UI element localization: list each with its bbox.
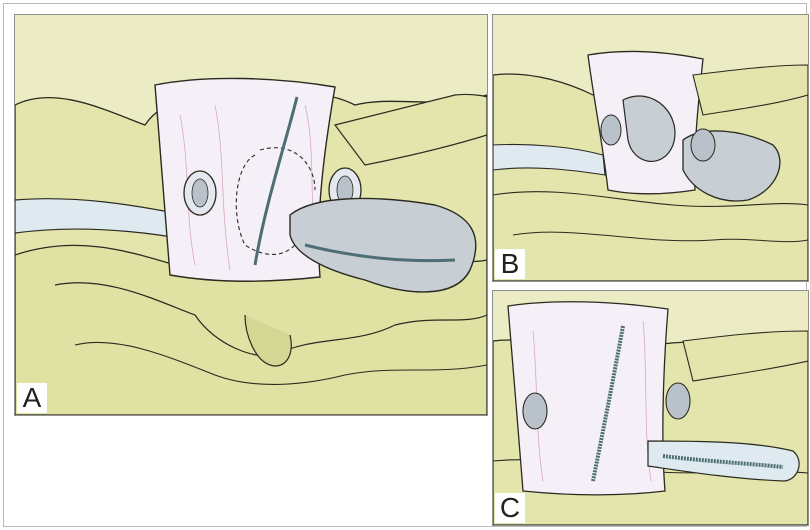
panel-c-illustration — [493, 291, 808, 525]
panel-b: B — [492, 14, 809, 282]
panel-b-label: B — [495, 249, 525, 279]
panel-b-illustration — [493, 15, 808, 281]
figure-frame: A B — [3, 3, 809, 527]
panel-c-label: C — [495, 493, 525, 523]
panel-a: A — [14, 14, 488, 416]
panel-a-illustration — [15, 15, 487, 415]
panel-c: C — [492, 290, 809, 526]
panel-a-label: A — [17, 383, 47, 413]
